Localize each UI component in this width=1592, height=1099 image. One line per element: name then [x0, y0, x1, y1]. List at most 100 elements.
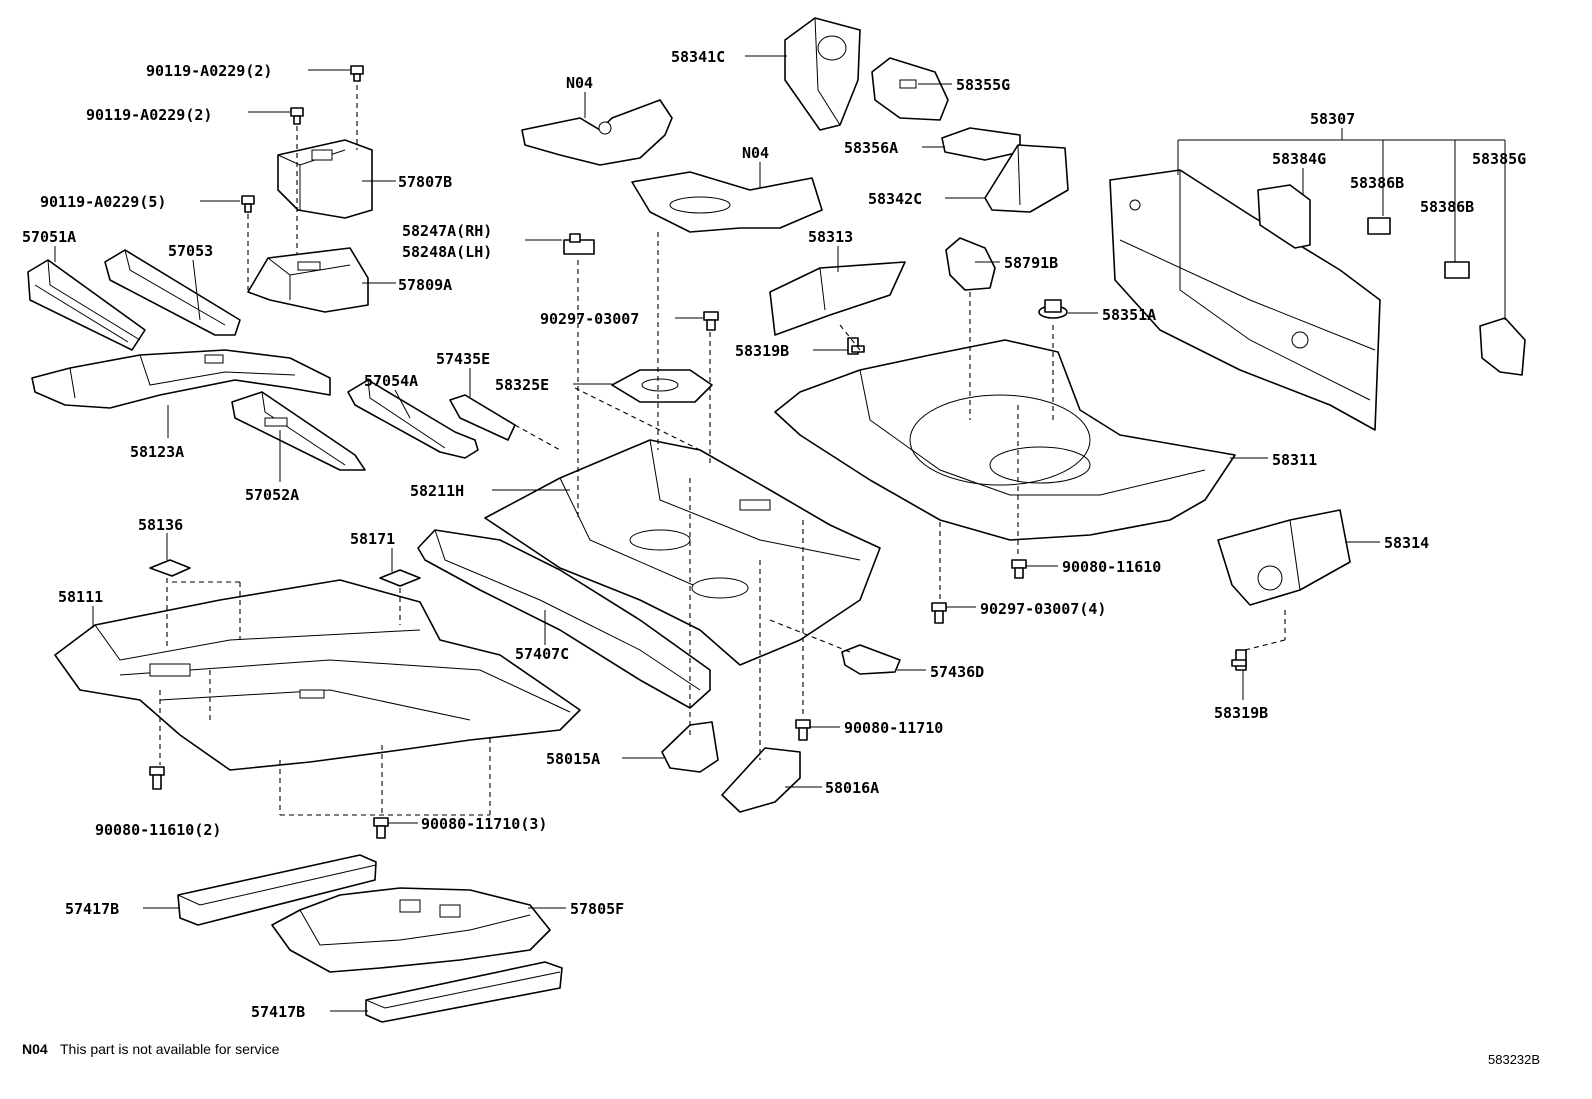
label-58247a: 58247A(RH): [402, 222, 492, 240]
leader-lines: [54, 55, 1506, 1012]
clip-58386b-b: [1444, 261, 1470, 279]
footnote-text: This part is not available for service: [60, 1041, 280, 1057]
part-57417b-upper: [177, 854, 377, 926]
part-57053: [104, 249, 241, 336]
part-58136: [149, 559, 191, 577]
label-57417b: 57417B: [65, 900, 119, 918]
label-57407c: 57407C: [515, 645, 569, 663]
label-58314: 58314: [1384, 534, 1429, 552]
clip-58386b-a: [1367, 217, 1391, 235]
part-58247a: [563, 233, 595, 255]
label-57436d: 57436D: [930, 663, 984, 681]
part-57436d: [841, 644, 901, 675]
label-57805f: 57805F: [570, 900, 624, 918]
part-58313: [769, 261, 906, 336]
assembly-lines: [159, 85, 1286, 816]
part-57417b-lower: [365, 961, 563, 1023]
part-58341c: [784, 17, 861, 131]
label-58342c: 58342C: [868, 190, 922, 208]
label-57417b: 57417B: [251, 1003, 305, 1021]
part-58111: [54, 579, 581, 771]
label-90119-a0229-2: 90119-A0229(2): [146, 62, 272, 80]
part-n04-lower: [631, 171, 823, 233]
part-57051a: [27, 259, 146, 351]
label-57809a: 57809A: [398, 276, 452, 294]
label-57807b: 57807B: [398, 173, 452, 191]
label-58248a: 58248A(LH): [402, 243, 492, 261]
label-90297-03007-4: 90297-03007(4): [980, 600, 1106, 618]
part-57807b: [277, 139, 373, 219]
part-57435e: [449, 394, 516, 441]
label-57053: 57053: [168, 242, 213, 260]
part-58791b: [945, 237, 996, 291]
label-58341c: 58341C: [671, 48, 725, 66]
label-90080-11710: 90080-11710: [844, 719, 943, 737]
part-labels: 90119-A0229(2) 90119-A0229(2) 90119-A022…: [22, 48, 1526, 1021]
label-58385g: 58385G: [1472, 150, 1526, 168]
part-58351a: [1038, 299, 1068, 319]
part-58355g: [871, 57, 949, 121]
part-58356a: [941, 127, 1021, 161]
label-58111: 58111: [58, 588, 103, 606]
part-58325e: [611, 369, 713, 403]
part-58211h: [484, 439, 881, 666]
label-57435e: 57435E: [436, 350, 490, 368]
label-58307: 58307: [1310, 110, 1355, 128]
bolt-90297-4: [931, 602, 947, 624]
part-58015a: [661, 721, 719, 773]
bolt-90119-c: [241, 195, 255, 213]
part-58384g: [1257, 184, 1311, 249]
part-58171: [379, 569, 421, 587]
part-58016a: [721, 747, 801, 813]
bolt-90119-b: [290, 107, 304, 125]
label-n04: N04: [566, 74, 593, 92]
label-90080-11710-3: 90080-11710(3): [421, 815, 547, 833]
part-57805f: [271, 887, 551, 973]
label-90119-a0229-2: 90119-A0229(2): [86, 106, 212, 124]
footnote: N04 This part is not available for servi…: [22, 1041, 280, 1057]
label-58211h: 58211H: [410, 482, 464, 500]
label-58313: 58313: [808, 228, 853, 246]
label-n04: N04: [742, 144, 769, 162]
label-90119-a0229-5: 90119-A0229(5): [40, 193, 166, 211]
part-58311: [774, 339, 1236, 541]
label-58355g: 58355G: [956, 76, 1010, 94]
label-58171: 58171: [350, 530, 395, 548]
bolt-90119-a: [350, 65, 364, 82]
label-58136: 58136: [138, 516, 183, 534]
label-58319b: 58319B: [1214, 704, 1268, 722]
part-58342c: [984, 144, 1069, 213]
part-58307: [1109, 169, 1381, 431]
label-57051a: 57051A: [22, 228, 76, 246]
bolt-90080-11610: [1011, 559, 1027, 579]
label-58015a: 58015A: [546, 750, 600, 768]
label-90080-11610-2: 90080-11610(2): [95, 821, 221, 839]
bolt-90297: [703, 311, 719, 331]
label-58311: 58311: [1272, 451, 1317, 469]
label-58016a: 58016A: [825, 779, 879, 797]
label-58386b: 58386B: [1350, 174, 1404, 192]
label-57052a: 57052A: [245, 486, 299, 504]
label-58325e: 58325E: [495, 376, 549, 394]
bolt-90080-11610-2: [149, 766, 165, 790]
part-57407c: [417, 529, 711, 709]
label-90297-03007: 90297-03007: [540, 310, 639, 328]
clip-58319b-upper: [847, 337, 865, 355]
clip-58319b-lower: [1231, 649, 1247, 671]
label-58356a: 58356A: [844, 139, 898, 157]
footnote-code: N04: [22, 1041, 48, 1057]
label-58351a: 58351A: [1102, 306, 1156, 324]
bolt-90080-11710-3: [373, 817, 389, 839]
part-57054a: [347, 379, 479, 459]
label-58386b: 58386B: [1420, 198, 1474, 216]
label-58384g: 58384G: [1272, 150, 1326, 168]
label-58319b: 58319B: [735, 342, 789, 360]
label-58791b: 58791B: [1004, 254, 1058, 272]
part-57052a: [231, 391, 366, 471]
label-90080-11610: 90080-11610: [1062, 558, 1161, 576]
diagram-code: 583232B: [1488, 1052, 1540, 1067]
part-57809a: [247, 247, 369, 313]
part-58314: [1217, 509, 1351, 606]
bolt-90080-11710: [795, 719, 811, 741]
